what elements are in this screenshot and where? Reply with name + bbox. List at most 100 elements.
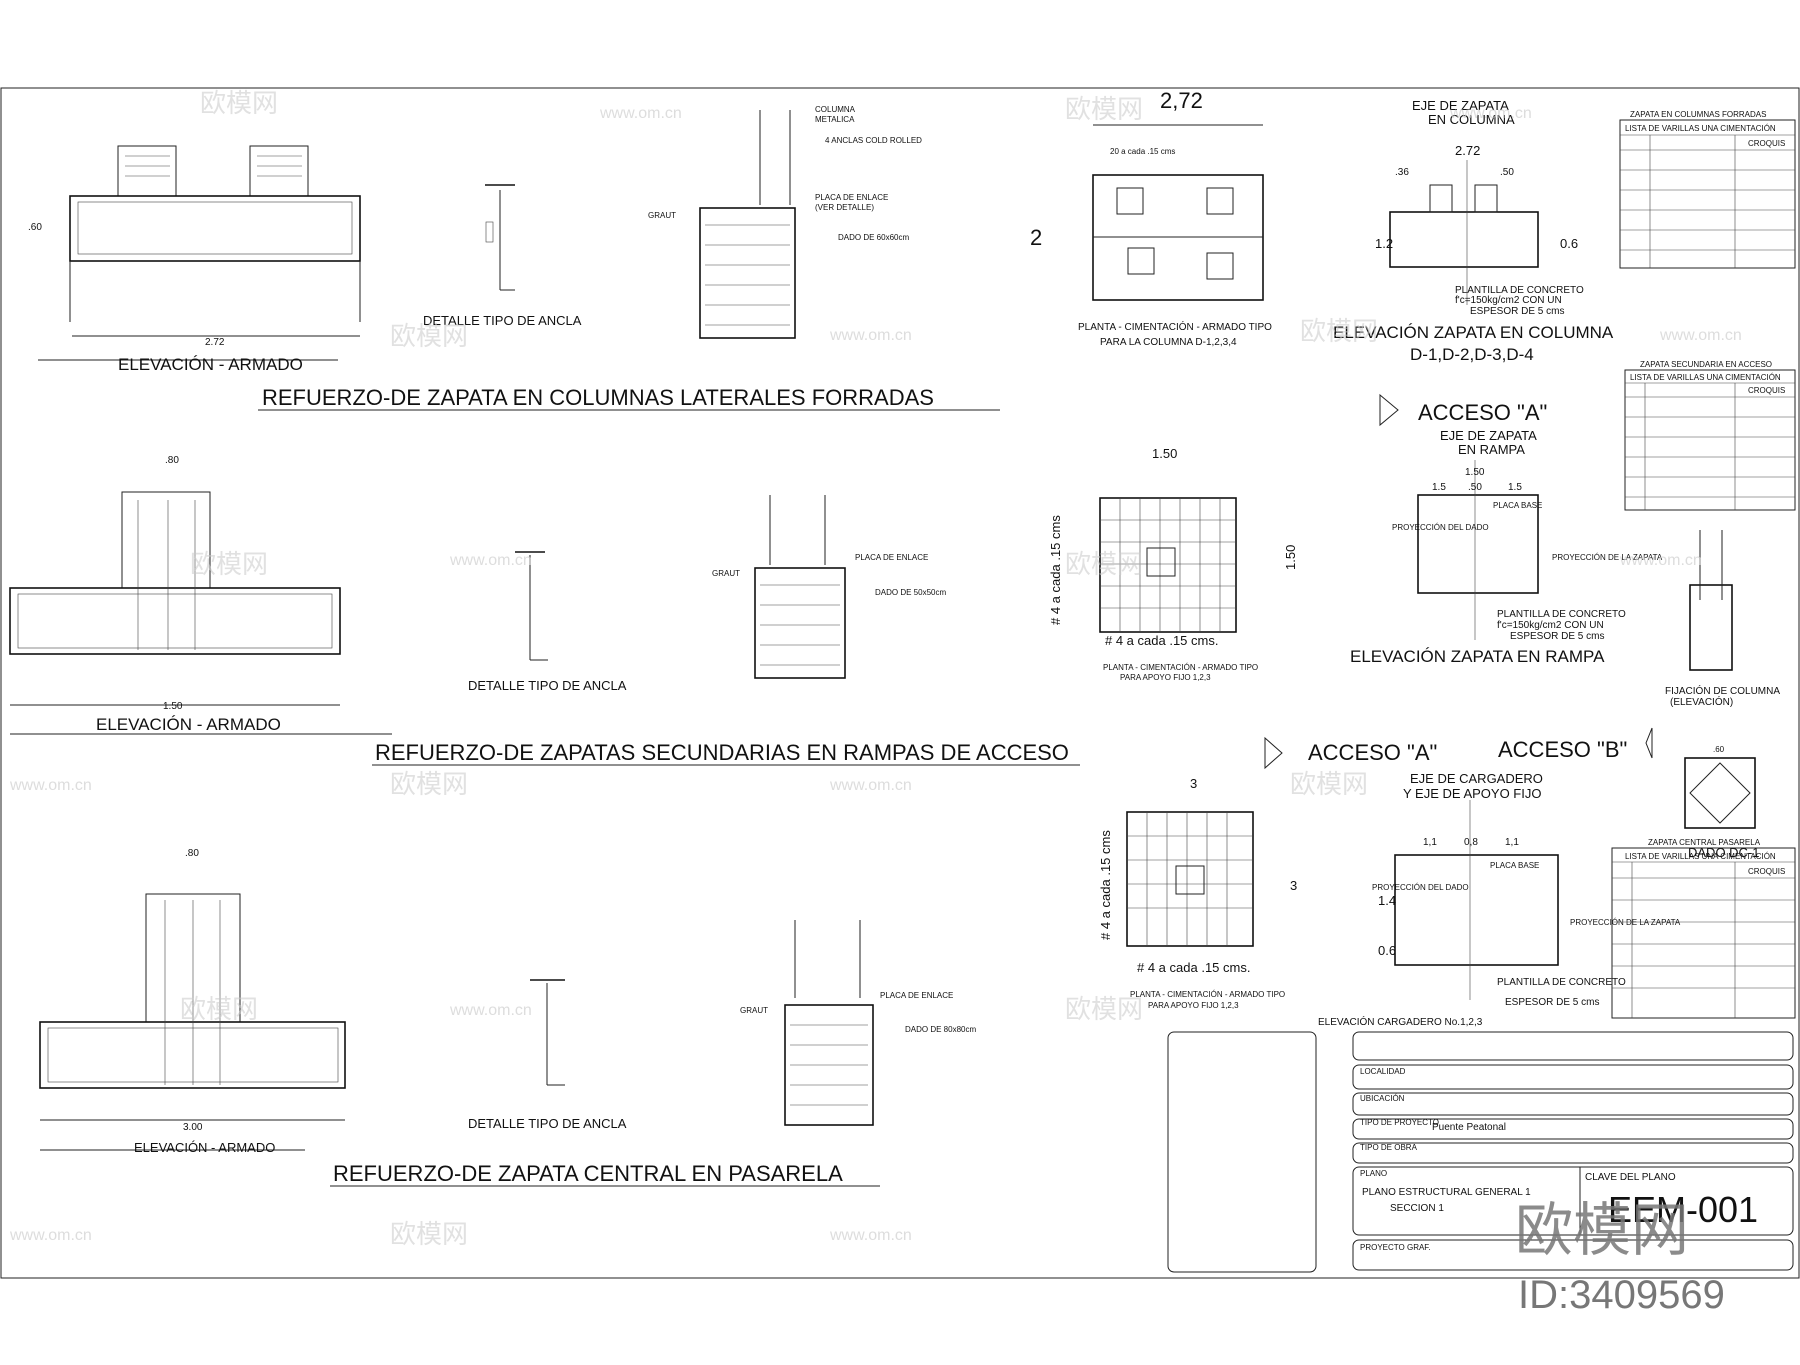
tb-clave-lbl: CLAVE DEL PLANO [1585, 1172, 1676, 1183]
dim-80-elev: .80 [165, 455, 179, 466]
t2-title: ZAPATA SECUNDARIA EN ACCESO [1640, 360, 1772, 369]
wm-url-9: www.om.cn [449, 1002, 532, 1019]
elev-armado-label-2: ELEVACIÓN - ARMADO [96, 715, 281, 734]
proy-zapata-label-2: PROYECCIÓN DE LA ZAPATA [1552, 553, 1663, 562]
tb-tipo-proyecto: TIPO DE PROYECTO [1360, 1118, 1439, 1127]
varilla-4h-3: # 4 a cada .15 cms. [1137, 960, 1250, 975]
tb-ubicacion: UBICACIÓN [1360, 1094, 1405, 1103]
section-1-detalle-ancla: DETALLE TIPO DE ANCLA [423, 184, 582, 328]
watermarks: 欧模网 www.om.cn 欧模网 www.om.cn 欧模网 www.om.c… [9, 88, 1742, 1317]
t1-sub: LISTA DE VARILLAS UNA CIMENTACIÓN [1625, 124, 1776, 133]
para-apoyo-label-2: PARA APOYO FIJO 1,2,3 [1120, 673, 1211, 682]
plantilla-label-1: PLANTILLA DE CONCRETO [1455, 285, 1584, 296]
planta-label-2: PLANTA - CIMENTACIÓN - ARMADO TIPO [1103, 663, 1258, 672]
fijacion-columna: FIJACIÓN DE COLUMNA (ELEVACIÓN) [1665, 530, 1780, 708]
section-3-planta-apoyo: 3 3 # 4 a cada .15 cms # 4 a cada .15 cm… [1098, 776, 1297, 1010]
section-3-dado-elevation: PLACA DE ENLACE GRAUT DADO DE 80x80cm [740, 920, 976, 1126]
eje-zapata-1: EJE DE ZAPATA [1412, 98, 1509, 113]
metalica-label-1: METALICA [815, 115, 855, 124]
table-central-pasarela: ZAPATA CENTRAL PASARELA LISTA DE VARILLA… [1611, 838, 1796, 1019]
para-col-label: PARA LA COLUMNA D-1,2,3,4 [1100, 337, 1237, 348]
tb-seccion: SECCION 1 [1390, 1203, 1444, 1214]
t2-croquis: CROQUIS [1748, 386, 1785, 395]
graut-label-2: GRAUT [712, 569, 740, 578]
detalle-ancla-label-1: DETALLE TIPO DE ANCLA [423, 313, 582, 328]
dado-80-label: DADO DE 80x80cm [905, 1025, 976, 1034]
section-2-title: REFUERZO-DE ZAPATAS SECUNDARIAS EN RAMPA… [375, 740, 1069, 765]
acceso-a-label-2: ACCESO "A" [1308, 740, 1437, 765]
wm-url-8: www.om.cn [9, 777, 92, 794]
tb-proyecto: Puente Peatonal [1432, 1122, 1506, 1133]
tb-tipo-obra: TIPO DE OBRA [1360, 1143, 1418, 1152]
section-3-elevation-armado: ELEVACIÓN - ARMADO 3.00 .80 [39, 848, 346, 1155]
ver-detalle-label-1: (VER DETALLE) [815, 203, 874, 212]
table-secundaria-acceso: ZAPATA SECUNDARIA EN ACCESO LISTA DE VAR… [1624, 360, 1796, 511]
section-3-acceso-ab: ACCESO "A" ACCESO "B" EJE DE CARGADERO Y… [1264, 727, 1681, 1028]
fijacion2-label: (ELEVACIÓN) [1670, 695, 1733, 708]
dado-50-label: DADO DE 50x50cm [875, 588, 946, 597]
section-2-detalle-ancla: DETALLE TIPO DE ANCLA [468, 551, 627, 693]
placa-base-label-3: PLACA BASE [1490, 861, 1539, 870]
elev-zap-col2-label: D-1,D-2,D-3,D-4 [1410, 345, 1534, 364]
tb-proyecto-graf: PROYECTO GRAF. [1360, 1243, 1431, 1252]
para-apoyo-label-3: PARA APOYO FIJO 1,2,3 [1148, 1001, 1239, 1010]
section-2-dado-elevation: PLACA DE ENLACE GRAUT DADO DE 50x50cm [712, 495, 946, 679]
wm-id: ID:3409569 [1518, 1273, 1725, 1317]
plantilla2-label-1: f'c=150kg/cm2 CON UN [1455, 295, 1562, 306]
eje-carg-2: Y EJE DE APOYO FIJO [1403, 786, 1541, 801]
wm-brand-6: 欧模网 [1065, 549, 1143, 579]
tb-plano: PLANO ESTRUCTURAL GENERAL 1 [1362, 1187, 1531, 1198]
wm-brand-3: 欧模网 [390, 321, 468, 351]
dim-06-carg: 0.6 [1378, 943, 1396, 958]
dim-2-side: 2 [1030, 225, 1042, 250]
elev-zap-rampa-label: ELEVACIÓN ZAPATA EN RAMPA [1350, 647, 1605, 666]
section-1-elev-zapata-columna: EJE DE ZAPATA EN COLUMNA 2.72 1.2 0.6 .3… [1333, 98, 1614, 364]
dim-272-col: 2.72 [1455, 143, 1480, 158]
dim-150-top: 1.50 [1152, 446, 1177, 461]
fijacion-label: FIJACIÓN DE COLUMNA [1665, 684, 1780, 697]
t1-title: ZAPATA EN COLUMNAS FORRADAS [1630, 110, 1766, 119]
section-1-elevation-armado: ELEVACIÓN - ARMADO 2.72 .60 [28, 145, 361, 374]
en-columna-1: EN COLUMNA [1428, 112, 1515, 127]
dim-150-side: 1.50 [1283, 545, 1298, 570]
dado-dc1-label: DADO DC-1 [1688, 845, 1760, 860]
plantilla-label-2: PLANTILLA DE CONCRETO [1497, 609, 1626, 620]
tb-plano-lbl: PLANO [1360, 1169, 1387, 1178]
dim-3-side: 3 [1290, 878, 1297, 893]
dim-272-top: 2,72 [1160, 88, 1203, 113]
wm-url-6: www.om.cn [1619, 552, 1702, 569]
section-2-elevation-armado: ELEVACIÓN - ARMADO 1.50 .80 [9, 455, 392, 735]
plantilla3-label-1: ESPESOR DE 5 cms [1470, 306, 1564, 317]
placa-enlace-label-2: PLACA DE ENLACE [855, 553, 928, 562]
dim-150-elev: 1.50 [163, 701, 183, 712]
t3-croquis: CROQUIS [1748, 867, 1785, 876]
wm-brand-4: 欧模网 [1300, 316, 1378, 346]
wm-url-1: www.om.cn [599, 105, 682, 122]
wm-url-7: www.om.cn [829, 777, 912, 794]
detalle-ancla-label-3: DETALLE TIPO DE ANCLA [468, 1116, 627, 1131]
wm-brand-9: 欧模网 [180, 994, 258, 1024]
acceso-b-label: ACCESO "B" [1498, 737, 1627, 762]
placa-enlace-label-3: PLACA DE ENLACE [880, 991, 953, 1000]
dim-300-elev: 3.00 [183, 1122, 203, 1133]
wm-url-5: www.om.cn [449, 552, 532, 569]
tb-localidad: LOCALIDAD [1360, 1067, 1406, 1076]
dim-80-elev-3: .80 [185, 848, 199, 859]
section-1-title: REFUERZO-DE ZAPATA EN COLUMNAS LATERALES… [262, 385, 934, 410]
eje-rampa-1: EJE DE ZAPATA [1440, 428, 1537, 443]
wm-url-2: www.om.cn [1449, 105, 1532, 122]
planta-label-1: PLANTA - CIMENTACIÓN - ARMADO TIPO [1078, 320, 1272, 333]
eje-carg-1: EJE DE CARGADERO [1410, 771, 1543, 786]
wm-url-4: www.om.cn [1659, 327, 1742, 344]
wm-brand-1: 欧模网 [200, 88, 278, 118]
dim-60-dado: .60 [1713, 745, 1725, 754]
proy-dado-label-2: PROYECCIÓN DEL DADO [1392, 523, 1489, 532]
columna-metalica-label-1: COLUMNA [815, 105, 856, 114]
proy-zapata-label-3: PROYECCIÓN DE LA ZAPATA [1570, 918, 1681, 927]
wm-brand-11: 欧模网 [390, 1219, 468, 1249]
elev-armado-label-1: ELEVACIÓN - ARMADO [118, 355, 303, 374]
section-1-planta-cimentacion: 2,72 20 a cada .15 cms 2 PLANTA - CIMENT… [1030, 88, 1272, 348]
elev-zap-col-label: ELEVACIÓN ZAPATA EN COLUMNA [1333, 323, 1614, 342]
anclas-label-1: 4 ANCLAS COLD ROLLED [825, 136, 922, 145]
